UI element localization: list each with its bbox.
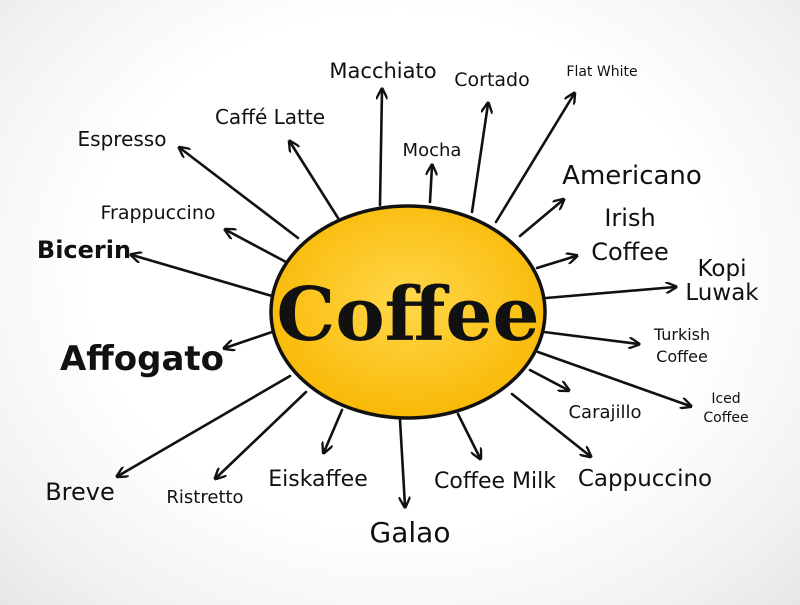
label-coffee-milk: Coffee Milk (434, 469, 556, 494)
arrow-iced-coffee (536, 350, 690, 406)
label-kopi-luwak-line2: Luwak (685, 280, 759, 306)
arrow-galao (400, 418, 405, 506)
arrow-americano (518, 200, 563, 238)
arrow-mocha (430, 166, 432, 204)
label-turkish-coffee-line1: Turkish (653, 325, 710, 344)
arrow-cappuccino (510, 392, 590, 456)
arrow-caffe-latte (290, 142, 340, 220)
arrow-ristretto (216, 390, 308, 478)
label-americano: Americano (562, 161, 702, 191)
center-ellipse (269, 204, 547, 420)
arrow-breve (118, 374, 292, 476)
label-irish-coffee-line1: Irish (604, 204, 655, 232)
label-irish-coffee-line2: Coffee (591, 238, 669, 266)
label-mocha: Mocha (403, 140, 462, 161)
arrow-eiskaffee (324, 408, 344, 452)
arrow-bicerin (132, 255, 274, 298)
arrow-flat-white (494, 94, 574, 224)
center-label: Coffee (276, 272, 539, 358)
label-macchiato: Macchiato (329, 59, 436, 83)
label-breve: Breve (45, 478, 115, 506)
labels: Macchiato Cortado Flat White Caffé Latte… (37, 59, 759, 549)
label-carajillo: Carajillo (568, 402, 641, 423)
label-affogato: Affogato (60, 339, 224, 379)
arrow-cortado (470, 104, 488, 214)
arrow-macchiato (380, 90, 382, 207)
label-caffe-latte: Caffé Latte (215, 105, 325, 129)
label-turkish-coffee-line2: Coffee (656, 347, 708, 366)
label-kopi-luwak-line1: Kopi (698, 256, 747, 282)
arrow-kopi-luwak (544, 287, 675, 300)
label-cappuccino: Cappuccino (578, 466, 712, 492)
label-flat-white: Flat White (566, 64, 637, 80)
arrow-affogato (225, 330, 274, 348)
label-eiskaffee: Eiskaffee (268, 467, 368, 492)
label-espresso: Espresso (78, 127, 167, 151)
label-frappuccino: Frappuccino (100, 202, 215, 224)
arrow-coffee-milk (456, 412, 480, 458)
arrow-espresso (180, 148, 300, 240)
arrows (118, 90, 690, 506)
label-iced-coffee-line2: Coffee (703, 410, 748, 426)
label-galao: Galao (370, 516, 451, 549)
label-cortado: Cortado (454, 69, 529, 91)
arrow-frappuccino (226, 230, 288, 264)
label-ristretto: Ristretto (166, 487, 243, 508)
arrow-carajillo (528, 368, 568, 390)
center-node: Coffee (269, 204, 547, 420)
arrow-turkish-coffee (542, 330, 638, 344)
arrow-irish-coffee (535, 256, 576, 270)
label-bicerin: Bicerin (37, 236, 131, 264)
label-iced-coffee-line1: Iced (711, 391, 740, 407)
